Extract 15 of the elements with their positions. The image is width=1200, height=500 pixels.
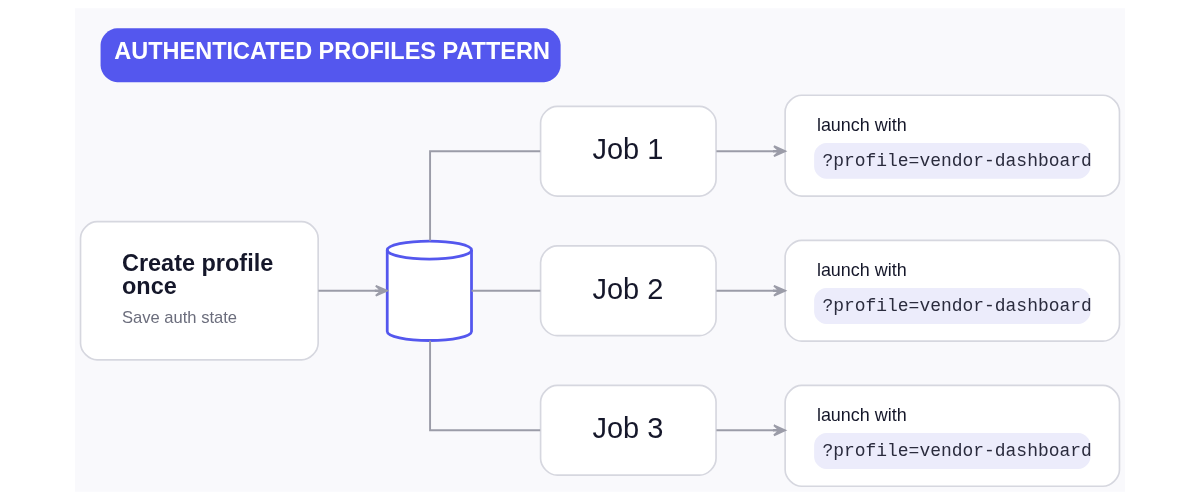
connector bbox=[429, 150, 542, 242]
node-box: launch with ?profile=vendor-dashboard bbox=[784, 384, 1121, 488]
arrow bbox=[317, 284, 388, 297]
arrow bbox=[715, 424, 786, 437]
arrow bbox=[715, 284, 786, 297]
connector bbox=[429, 339, 542, 432]
node-box: Job 1 bbox=[539, 105, 717, 197]
arrow bbox=[715, 145, 786, 158]
node-box: Create profile once Save auth state bbox=[79, 220, 319, 361]
node-box: Job 3 bbox=[539, 384, 717, 477]
node-box: launch with ?profile=vendor-dashboard bbox=[784, 94, 1121, 197]
connector bbox=[470, 289, 542, 292]
node-box: Job 2 bbox=[539, 245, 717, 337]
node-box: launch with ?profile=vendor-dashboard bbox=[784, 239, 1121, 342]
diagram-title: AUTHENTICATED PROFILES PATTERN bbox=[114, 38, 550, 65]
